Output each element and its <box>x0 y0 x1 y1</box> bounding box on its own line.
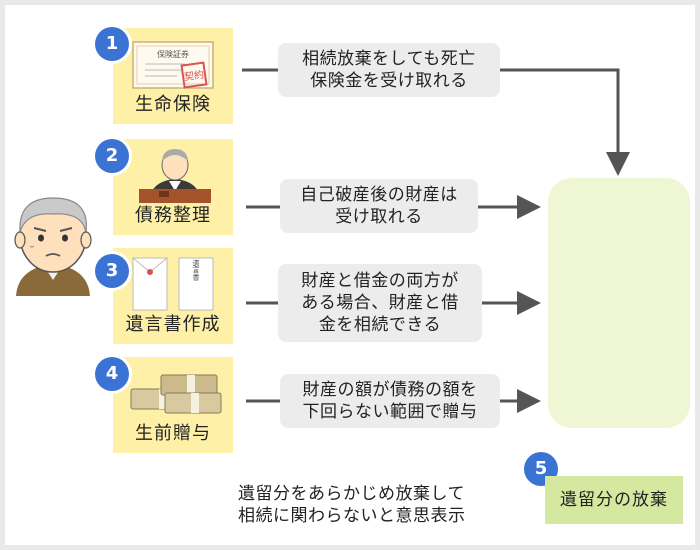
desc-box-1: 相続放棄をしても死亡 保険金を受け取れる <box>278 43 500 97</box>
elderly-man-icon <box>14 197 92 296</box>
badge-1: 1 <box>95 27 129 61</box>
desc-box-2: 自己破産後の財産は 受け取れる <box>280 179 478 233</box>
arrow-1-right <box>500 68 630 176</box>
card-label-1: 生命保険 <box>135 94 211 115</box>
badge-5: 5 <box>524 452 558 486</box>
card-lifetime-gift: 生前贈与 <box>113 357 233 453</box>
card-will-creation: 遺言書 遺言書作成 <box>113 248 233 344</box>
envelope-text: 遺言書 <box>192 259 200 282</box>
money-bundle-icon <box>130 374 222 414</box>
will-envelope-icon: 遺言書 <box>132 257 214 311</box>
card-debt-settlement: 債務整理 <box>113 139 233 235</box>
card-life-insurance: 保険証券 契約 生命保険 <box>113 28 233 124</box>
certificate-title: 保険証券 <box>157 49 189 59</box>
badge-4: 4 <box>95 357 129 391</box>
card-label-5: 遺留分の放棄 <box>545 476 683 524</box>
insurance-certificate-icon: 保険証券 契約 <box>132 41 214 89</box>
result-bubble <box>548 178 690 428</box>
card-label-4: 生前贈与 <box>135 423 211 444</box>
desc-box-3: 財産と借金の両方が ある場合、財産と借 金を相続できる <box>278 264 482 342</box>
judge-icon <box>139 149 211 203</box>
card-label-3: 遺言書作成 <box>125 314 221 335</box>
badge-2: 2 <box>95 139 129 173</box>
desc-box-4: 財産の額が債務の額を 下回らない範囲で贈与 <box>280 374 500 428</box>
card-label-2: 債務整理 <box>135 205 211 226</box>
badge-3: 3 <box>95 254 129 288</box>
item5-description: 遺留分をあらかじめ放棄して 相続に関わらないと意思表示 <box>238 484 466 526</box>
certificate-stamp: 契約 <box>183 68 205 84</box>
